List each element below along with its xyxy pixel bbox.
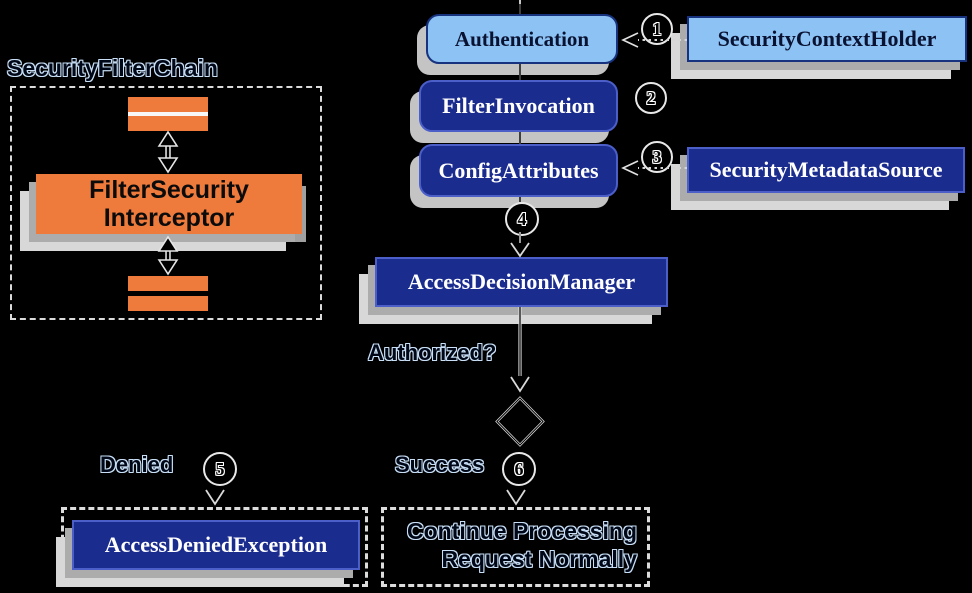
- node-access-denied-exception: AccessDeniedException: [72, 520, 360, 570]
- step-6-badge: 6: [502, 452, 536, 486]
- denied-outcome-box: [61, 507, 368, 587]
- arrowhead-into-diamond: [510, 376, 530, 393]
- success-label: Success: [395, 452, 485, 477]
- arrowhead-into-success-box: [506, 489, 526, 506]
- node-access-decision-manager: AccessDecisionManager: [375, 257, 668, 307]
- continue-line-2: Request Normally: [441, 546, 637, 572]
- continue-line-1: Continue Processing: [406, 518, 637, 544]
- filter-bar-bottom-1: [128, 276, 208, 291]
- filter-bar-bottom-2: [128, 296, 208, 311]
- node-security-context-holder: SecurityContextHolder: [687, 16, 967, 62]
- security-filter-chain-box: [10, 86, 322, 320]
- node-authentication: Authentication: [426, 14, 618, 64]
- security-filter-chain-label: SecurityFilterChain: [7, 55, 218, 81]
- decision-diamond: [495, 396, 545, 447]
- filter-bar-separator: [128, 112, 208, 116]
- filter-security-interceptor-label: FilterSecurity Interceptor: [89, 176, 249, 232]
- success-outcome-box: [381, 507, 650, 587]
- continue-processing-label: Continue Processing Request Normally: [381, 507, 650, 587]
- step-4-badge: 4: [505, 202, 539, 236]
- filter-security-interceptor-node: FilterSecurity Interceptor: [36, 174, 302, 234]
- arrowhead-into-access-decision-manager: [510, 242, 530, 258]
- node-config-attributes: ConfigAttributes: [419, 144, 618, 197]
- node-filter-invocation: FilterInvocation: [419, 80, 618, 132]
- step-2-badge: 2: [635, 82, 667, 114]
- arrowhead-into-denied-box: [205, 489, 225, 506]
- step-1-badge: 1: [641, 13, 673, 45]
- authorized-label: Authorized?: [368, 340, 497, 365]
- step-3-badge: 3: [641, 141, 673, 173]
- step-5-badge: 5: [203, 452, 237, 486]
- filter-bar-top-2: [128, 116, 208, 131]
- arrowhead-into-authentication: [621, 32, 639, 48]
- arrowhead-into-configattributes: [621, 160, 639, 176]
- filter-bar-top-1: [128, 97, 208, 112]
- node-security-metadata-source: SecurityMetadataSource: [687, 147, 965, 193]
- denied-label: Denied: [100, 452, 174, 477]
